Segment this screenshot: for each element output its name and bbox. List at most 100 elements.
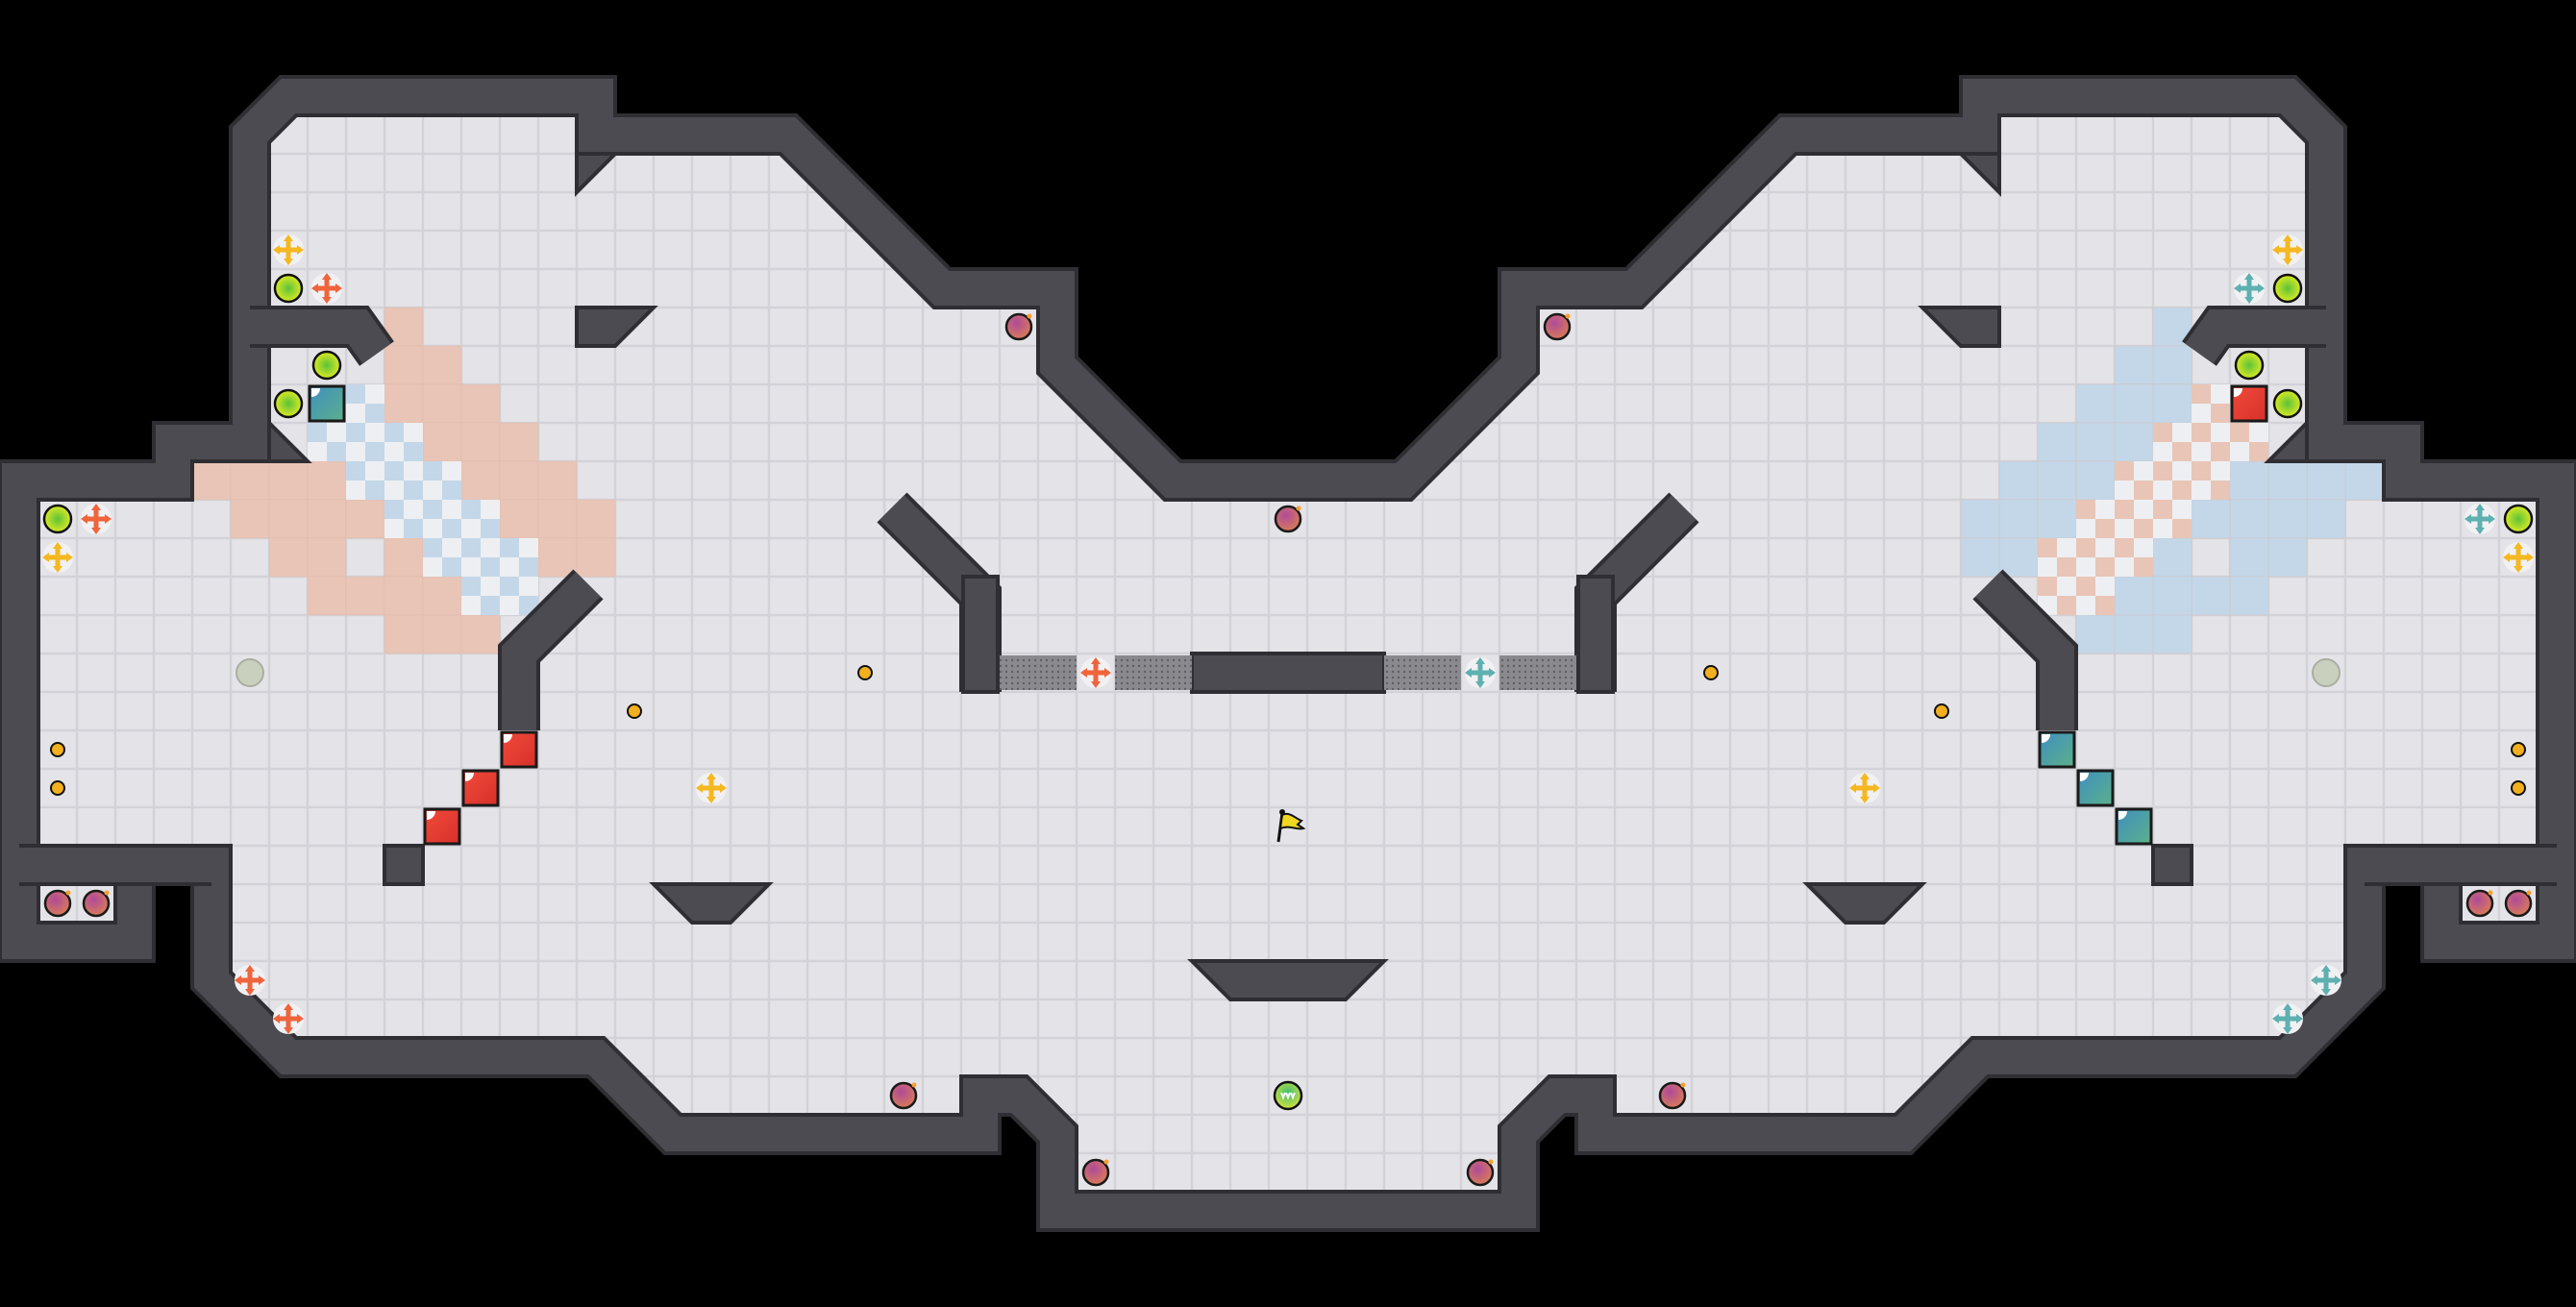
button-icon[interactable] (857, 665, 873, 680)
blue-boost-icon-arrows (2234, 273, 2265, 304)
button-icon[interactable] (2511, 780, 2526, 796)
red-zone-tile-fill (268, 537, 309, 578)
neutral-boost-icon-arrows (1849, 773, 1880, 803)
red-zone-tile (422, 422, 462, 462)
wall-block (2151, 844, 2193, 886)
flag-icon[interactable] (1276, 809, 1306, 843)
blue-zone-tile (2075, 422, 2116, 462)
blue-checker-tile (423, 500, 461, 538)
blue-zone-tile-fill (2229, 460, 2269, 501)
blue-boost-icon-cross (1468, 660, 1493, 685)
red-zone-tile-fill (422, 422, 462, 462)
outer-wall (2, 79, 2574, 1228)
neutral-boost-icon (2272, 234, 2303, 265)
neutral-boost-icon-cross (2275, 237, 2300, 262)
neutral-boost-icon-cross (276, 237, 301, 262)
red-checker-tile-square (2211, 442, 2230, 461)
red-zone-tile-fill (499, 460, 539, 501)
blue-boost-icon (2234, 273, 2265, 304)
bomb-body (889, 1081, 918, 1110)
red-zone-tile-fill (384, 537, 424, 578)
blue-checker-tile (384, 423, 423, 461)
red-boost-icon (235, 965, 265, 996)
red-zone-tile (345, 499, 385, 539)
red-team-tile (461, 769, 500, 807)
bomb-icon (889, 1081, 918, 1110)
red-checker-tile-square (2211, 404, 2230, 423)
red-boost-icon-arrows (81, 504, 111, 534)
bomb-fuse (2526, 890, 2532, 896)
bomb-body (1543, 312, 1572, 341)
wall-block (1802, 882, 1927, 925)
red-zone-tile (230, 460, 270, 501)
red-checker-tile-square (2134, 557, 2153, 577)
blue-team-tile-shine (2042, 734, 2050, 743)
button-icon[interactable] (50, 780, 65, 796)
inner-wall (502, 572, 601, 730)
button-icon[interactable] (627, 703, 642, 719)
bomb-icon (2465, 889, 2494, 918)
button-icon[interactable] (2511, 742, 2526, 757)
red-checker-tile-square (2076, 538, 2095, 557)
blue-boost-icon-arrows (2311, 965, 2341, 996)
red-zone-tile-fill (422, 345, 462, 385)
blue-checker-tile (384, 461, 423, 500)
blue-checker-tile-square (384, 461, 404, 481)
red-checker-tile (2153, 461, 2192, 500)
button-icon[interactable] (1703, 665, 1719, 680)
blue-zone-tile-fill (2114, 345, 2154, 385)
inner-wall (250, 309, 391, 364)
bomb-body (43, 889, 72, 918)
red-zone-tile (268, 537, 309, 578)
gate-tile (1499, 655, 1538, 690)
blue-checker-tile-square (423, 538, 442, 557)
button-icon[interactable] (1934, 703, 1949, 719)
red-zone-tile (499, 460, 539, 501)
bomb-icon (1081, 1158, 1110, 1187)
blue-checker-tile-square (461, 577, 481, 596)
bomb-fuse (1565, 313, 1571, 319)
blue-zone-tile-fill (2152, 383, 2192, 424)
red-zone-tile (307, 499, 347, 539)
blue-boost-icon-cross (2314, 968, 2339, 993)
red-zone-tile (422, 345, 462, 385)
blue-zone-tile-fill (2075, 460, 2116, 501)
blue-zone-tile (2152, 383, 2192, 424)
neutral-boost-icon (696, 773, 727, 803)
blue-zone-tile-fill (2267, 460, 2308, 501)
neutral-boost-icon-arrows (2272, 234, 2303, 265)
blue-checker-tile (346, 461, 384, 500)
red-zone-tile (422, 383, 462, 424)
red-zone-tile-fill (499, 499, 539, 539)
red-zone-tile (537, 460, 578, 501)
neutral-boost-icon (2503, 542, 2534, 573)
button-icon[interactable] (50, 742, 65, 757)
inactive-powerup-icon (2312, 658, 2341, 687)
red-zone-tile (499, 422, 539, 462)
red-boost-icon-cross (276, 1006, 301, 1031)
red-team-tile-shine (427, 811, 435, 820)
blue-zone-tile-fill (2075, 383, 2116, 424)
blue-boost-icon-cross (2275, 1006, 2300, 1031)
red-zone-tile-fill (307, 499, 347, 539)
red-boost-icon (1080, 657, 1111, 688)
bomb-fuse (104, 890, 110, 896)
red-zone-tile-fill (384, 614, 424, 654)
neutral-boost-icon-arrows (42, 542, 73, 573)
red-checker-tile-square (2249, 442, 2268, 461)
red-checker-tile (2076, 500, 2115, 538)
blue-zone-tile-fill (2344, 460, 2385, 501)
red-checker-tile-square (2115, 538, 2134, 557)
blue-team-tile-shine (311, 388, 320, 397)
blue-zone-tile-fill (2037, 422, 2077, 462)
gate-pillar-wall (1576, 575, 1615, 694)
red-zone-tile (422, 576, 462, 616)
wall-block (1956, 152, 2001, 197)
blue-checker-tile-square (365, 481, 384, 500)
red-zone-tile (345, 576, 385, 616)
red-zone-tile (307, 537, 347, 578)
neutral-boost-icon-cross (2506, 545, 2531, 570)
wall-block (383, 844, 425, 886)
neutral-boost-icon-arrows (696, 773, 727, 803)
blue-checker-tile-square (346, 384, 365, 404)
